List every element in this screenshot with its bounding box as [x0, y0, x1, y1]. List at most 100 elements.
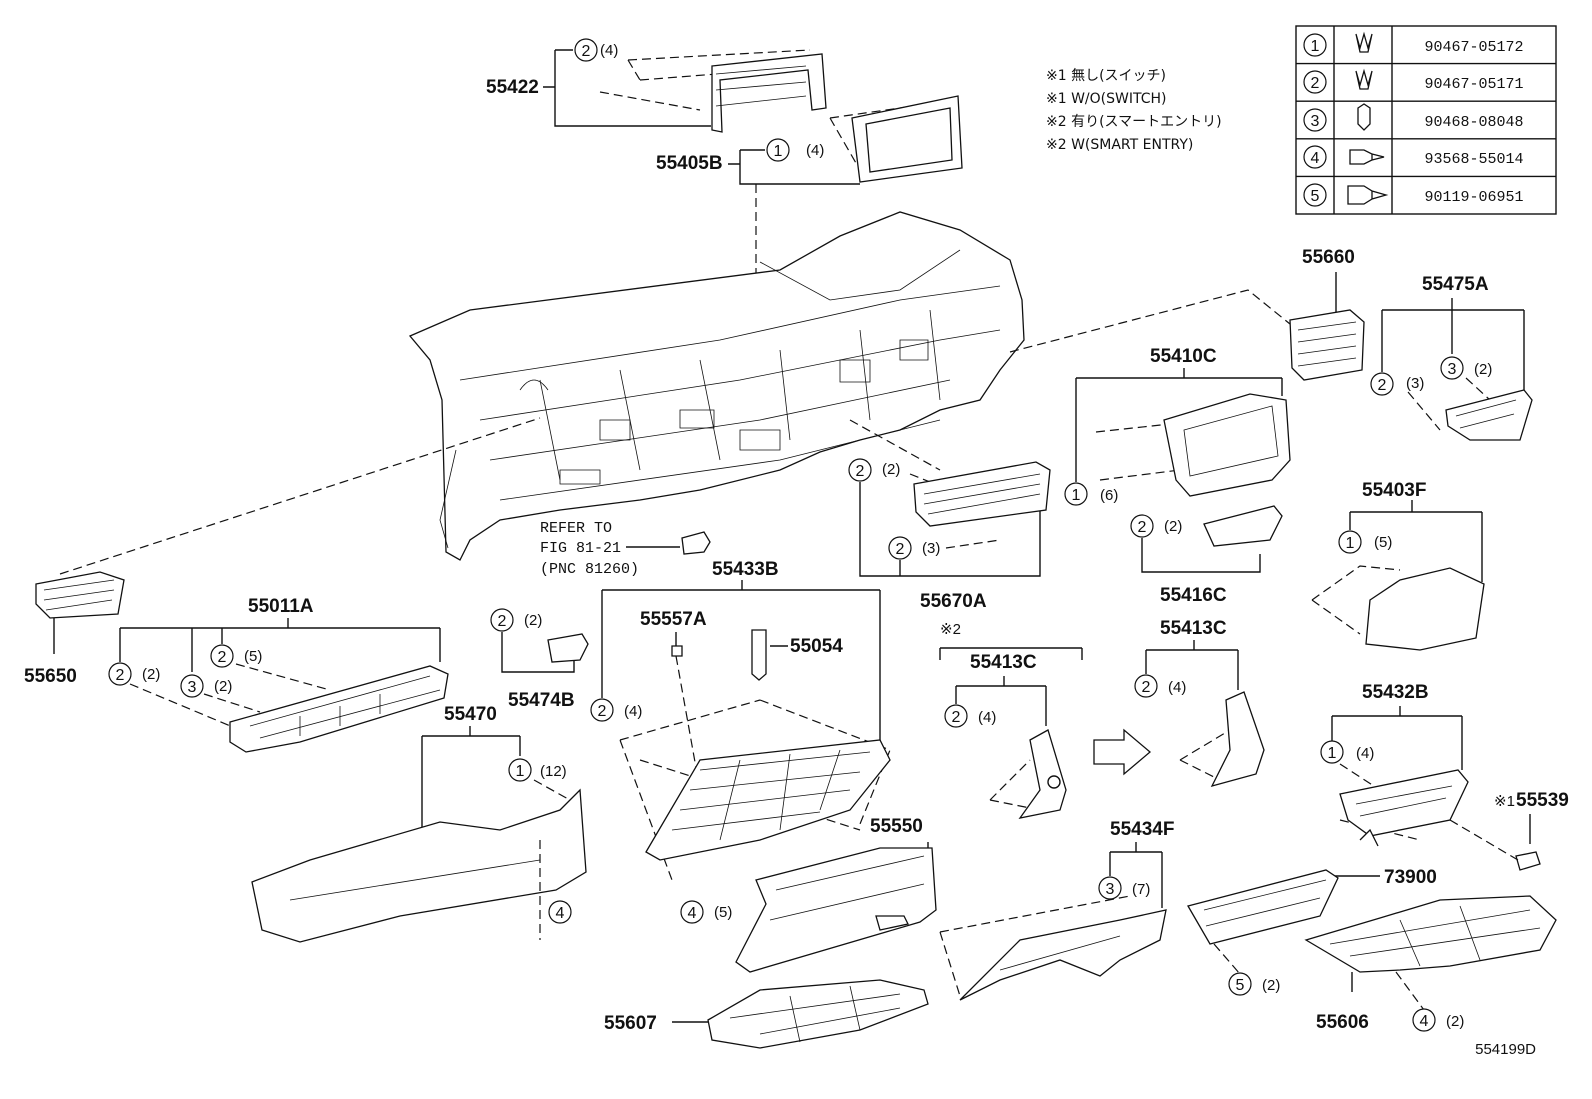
clip-icon [1357, 103, 1371, 131]
svg-text:55607: 55607 [604, 1013, 657, 1034]
svg-text:55670A: 55670A [920, 591, 987, 612]
bolt-icon [1347, 185, 1389, 205]
svg-text:REFER TO: REFER TO [540, 520, 612, 537]
svg-text:55432B: 55432B [1362, 682, 1429, 703]
part-55403F: 55403F 1 (5) [1311, 480, 1485, 651]
svg-text:1: 1 [516, 763, 525, 780]
svg-text:2: 2 [598, 703, 607, 720]
notes: ※1 無し(スイッチ) ※1 W/O(SWITCH) ※2 有り(スマートエント… [1046, 68, 1222, 153]
part-55670A: 2 (2) 2 (3) 55670A [848, 458, 1051, 612]
svg-text:(2): (2) [882, 461, 900, 478]
svg-text:2: 2 [498, 613, 507, 630]
svg-text:4: 4 [688, 905, 697, 922]
svg-text:3: 3 [188, 679, 197, 696]
fastener-table: 1 90467-05172 2 90467-05171 3 90468-0804… [1295, 25, 1557, 215]
table-row: 5 90119-06951 [1303, 183, 1524, 207]
part-55011A: 55011A 2 (2) 3 (2) 2 (5) [108, 596, 449, 753]
svg-text:2: 2 [952, 709, 961, 726]
svg-text:4: 4 [556, 905, 565, 922]
svg-text:73900: 73900 [1384, 867, 1437, 888]
svg-text:2: 2 [218, 649, 227, 666]
svg-text:2: 2 [1378, 377, 1387, 394]
svg-text:55405B: 55405B [656, 153, 723, 174]
table-row: 2 90467-05171 [1303, 68, 1524, 94]
part-55475A: 55475A 2 (3) 3 (2) [1370, 274, 1533, 441]
dashboard-assembly [408, 211, 1025, 561]
svg-text:55054: 55054 [790, 636, 843, 657]
svg-text:(7): (7) [1132, 881, 1150, 898]
arrow-right-icon [1093, 728, 1152, 776]
svg-text:55474B: 55474B [508, 690, 575, 711]
svg-text:(2): (2) [1474, 361, 1492, 378]
svg-text:(3): (3) [1406, 375, 1424, 392]
svg-text:※1: ※1 [1494, 793, 1515, 810]
clip-icon [1355, 31, 1373, 53]
svg-text:1: 1 [774, 143, 783, 160]
svg-text:55660: 55660 [1302, 247, 1355, 268]
svg-text:55413C: 55413C [970, 652, 1037, 673]
svg-text:(4): (4) [600, 42, 618, 59]
svg-text:1: 1 [1346, 535, 1355, 552]
svg-text:(4): (4) [624, 703, 642, 720]
svg-text:55403F: 55403F [1362, 480, 1426, 501]
part-55416C: 2 (2) 55416C [1130, 505, 1283, 606]
part-55413C-right: 55413C 2 (4) [1134, 618, 1265, 788]
svg-text:55416C: 55416C [1160, 585, 1227, 606]
svg-text:(4): (4) [1168, 679, 1186, 696]
svg-text:(2): (2) [524, 612, 542, 629]
svg-text:(6): (6) [1100, 487, 1118, 504]
part-55433B: 55433B 2 (4) 55557A 55054 4 (5) [590, 559, 891, 924]
svg-text:93568-55014: 93568-55014 [1424, 151, 1523, 168]
svg-text:(2): (2) [214, 678, 232, 695]
svg-text:1: 1 [1311, 38, 1320, 55]
svg-text:※2: ※2 [940, 621, 961, 638]
svg-text:2: 2 [1311, 75, 1320, 92]
svg-text:90467-05171: 90467-05171 [1424, 76, 1523, 93]
svg-text:5: 5 [1311, 188, 1320, 205]
svg-text:4: 4 [1420, 1013, 1429, 1030]
part-55607: 55607 [604, 979, 929, 1049]
part-55432B: 55432B 1 (4) ※1 55539 [1320, 682, 1569, 871]
svg-text:90467-05172: 90467-05172 [1424, 39, 1523, 56]
table-row: 4 93568-55014 [1303, 145, 1524, 169]
svg-text:55422: 55422 [486, 77, 539, 98]
part-55550: 55550 [735, 816, 937, 973]
part-55650: 55650 [24, 571, 125, 687]
svg-text:55539: 55539 [1516, 790, 1569, 811]
table-row: 3 90468-08048 [1303, 103, 1524, 132]
svg-text:2: 2 [582, 43, 591, 60]
svg-text:(2): (2) [1164, 518, 1182, 535]
clip-icon [1355, 68, 1373, 90]
part-55413C-left: ※2 55413C 2 (4) [939, 621, 1152, 819]
svg-text:2: 2 [116, 667, 125, 684]
svg-text:55011A: 55011A [248, 596, 314, 617]
svg-text:(5): (5) [244, 648, 262, 665]
svg-text:(5): (5) [714, 904, 732, 921]
svg-text:55557A: 55557A [640, 609, 707, 630]
svg-text:55650: 55650 [24, 666, 77, 687]
part-55606: 55606 4 (2) [1304, 895, 1557, 1033]
svg-text:(5): (5) [1374, 534, 1392, 551]
table-row: 1 90467-05172 [1303, 31, 1524, 57]
svg-text:55470: 55470 [444, 704, 497, 725]
svg-text:4: 4 [1311, 150, 1320, 167]
svg-text:55410C: 55410C [1150, 346, 1217, 367]
svg-text:1: 1 [1072, 487, 1081, 504]
part-73900: 73900 5 (2) [1187, 867, 1437, 996]
part-55405B: 55405B 1 (4) [656, 95, 963, 340]
svg-text:(PNC 81260): (PNC 81260) [540, 561, 639, 578]
part-55434F: 55434F 3 (7) [939, 819, 1174, 1001]
svg-text:(3): (3) [922, 540, 940, 557]
svg-text:2: 2 [856, 463, 865, 480]
svg-text:90119-06951: 90119-06951 [1424, 189, 1523, 206]
svg-text:(12): (12) [540, 763, 567, 780]
svg-text:55606: 55606 [1316, 1012, 1369, 1033]
svg-text:2: 2 [896, 541, 905, 558]
svg-text:(4): (4) [806, 142, 824, 159]
svg-text:5: 5 [1236, 977, 1245, 994]
screw-icon [1349, 149, 1385, 165]
diagram-code: 554199D [1475, 1041, 1536, 1058]
svg-text:2: 2 [1138, 519, 1147, 536]
svg-text:(2): (2) [142, 666, 160, 683]
